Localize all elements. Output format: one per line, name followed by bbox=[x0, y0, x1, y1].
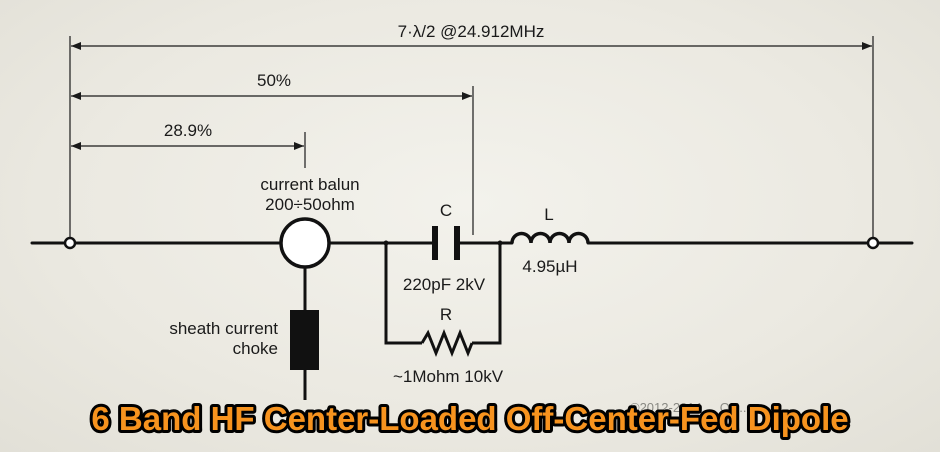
balun-label-line-1: current balun bbox=[260, 175, 359, 194]
feed-percent-label: 28.9% bbox=[164, 121, 212, 140]
capacitor-label: C bbox=[440, 201, 452, 220]
current-balun-symbol bbox=[279, 217, 331, 269]
junction-right bbox=[497, 240, 503, 246]
junction-left bbox=[383, 240, 389, 246]
sheath-current-choke-symbol bbox=[290, 310, 319, 370]
copyright-text: ©2012-2014 ... OH... bbox=[630, 400, 750, 415]
inductor-value: 4.95µH bbox=[522, 257, 577, 276]
total-length-label: 7·λ/2 @24.912MHz bbox=[398, 22, 545, 41]
center-percent-label: 50% bbox=[257, 71, 291, 90]
inductor-symbol bbox=[510, 231, 590, 244]
choke-label-line-1: sheath current bbox=[169, 319, 278, 338]
resistor-value: ~1Mohm 10kV bbox=[393, 367, 504, 386]
right-end-insulator bbox=[866, 236, 880, 250]
resistor-branch bbox=[384, 243, 502, 358]
resistor-label: R bbox=[440, 305, 452, 324]
inductor-label: L bbox=[544, 205, 553, 224]
balun-label-line-2: 200÷50ohm bbox=[265, 195, 355, 214]
resistor-branch-left bbox=[384, 243, 422, 345]
diagram-title: 6 Band HF Center-Loaded Off-Center-Fed D… bbox=[91, 400, 848, 437]
extension-lines bbox=[69, 36, 874, 238]
choke-label-line-2: choke bbox=[233, 339, 278, 358]
resistor-symbol bbox=[420, 328, 474, 358]
left-end-insulator bbox=[63, 236, 77, 250]
dimension-lines bbox=[71, 42, 872, 150]
capacitor-value: 220pF 2kV bbox=[403, 275, 486, 294]
capacitor-symbol bbox=[432, 226, 460, 260]
resistor-branch-right bbox=[472, 243, 502, 345]
